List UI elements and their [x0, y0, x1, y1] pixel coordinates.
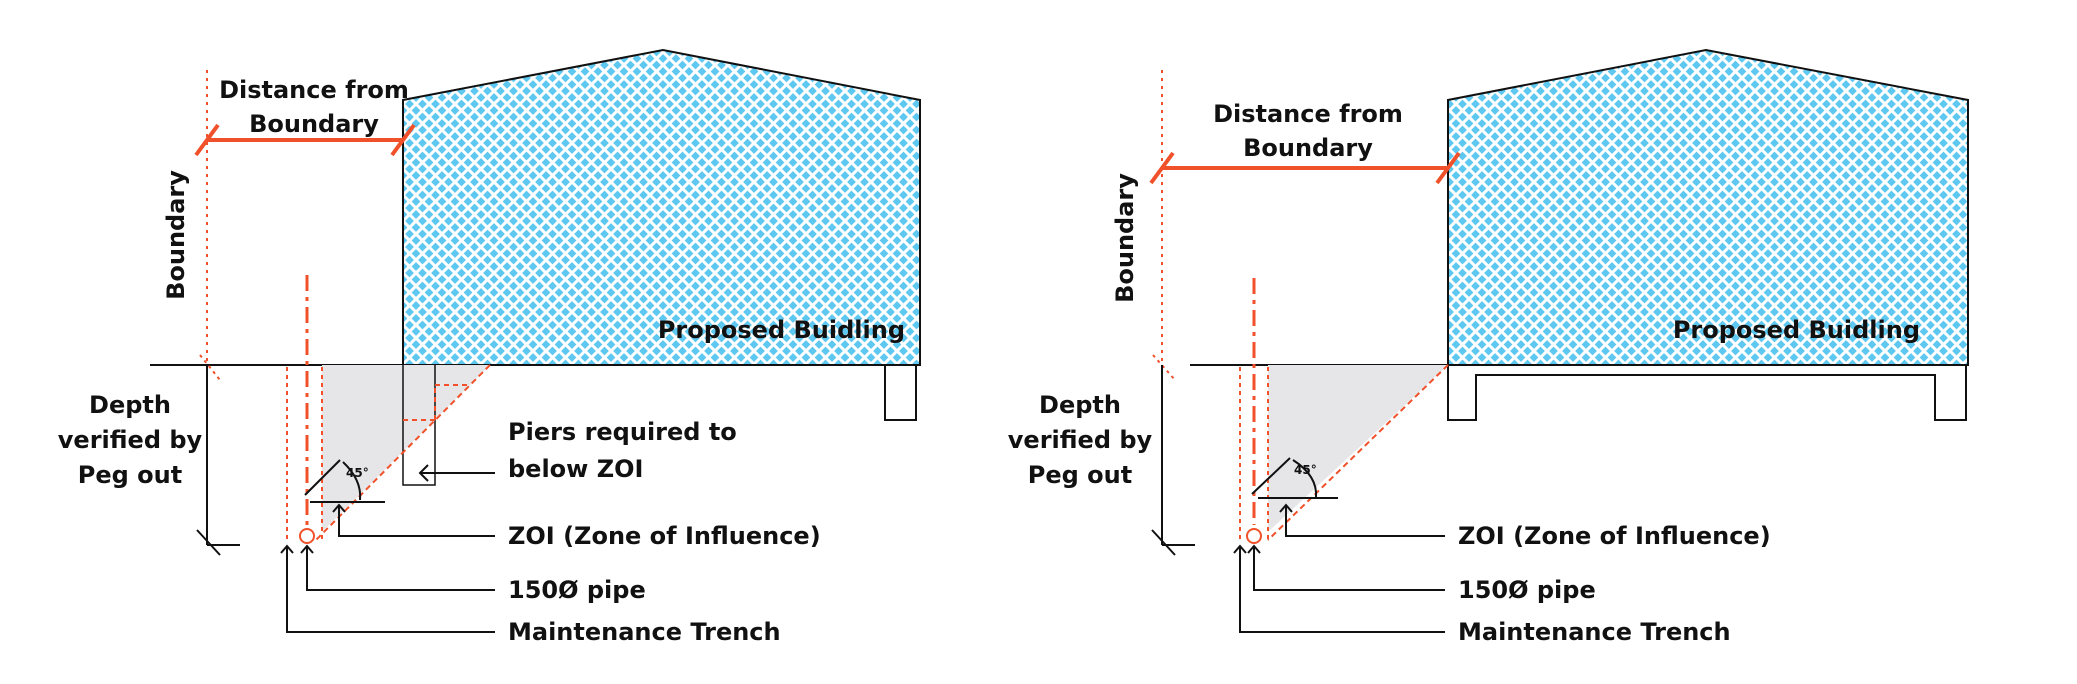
left-angle-arm — [304, 459, 341, 496]
left-trench-leader — [286, 546, 495, 633]
left-piers-label-2: below ZOI — [508, 455, 643, 483]
right-boundary-label: Boundary — [1111, 173, 1139, 303]
right-angle-arc — [1292, 459, 1318, 499]
left-pipe — [299, 528, 315, 544]
right-pipe-leader — [1253, 546, 1445, 591]
right-zoi-arrow — [1279, 503, 1293, 513]
right-pipe-label: 150Ø pipe — [1458, 576, 1596, 604]
left-piers-arrow — [418, 464, 429, 482]
left-pipe-arrow — [300, 544, 314, 554]
right-zoi-45-line — [1267, 364, 1449, 541]
left-depth-tick — [196, 529, 221, 556]
right-pipe — [1246, 528, 1262, 544]
right-angle-label: 45° — [1294, 463, 1317, 477]
left-angle-label: 45° — [346, 466, 369, 480]
right-distance-label-2: Boundary — [1243, 134, 1373, 162]
left-pier — [402, 365, 436, 486]
right-depth-label-2: verified by — [1008, 426, 1153, 454]
left-diagram: Distance from Boundary Boundary Proposed… — [58, 48, 921, 646]
left-zoi-area — [322, 365, 490, 532]
left-distance-tick-2 — [390, 123, 416, 157]
left-distance-tick-1 — [194, 123, 220, 157]
left-depth-label-3: Peg out — [78, 461, 182, 489]
left-pipe-leader — [306, 546, 495, 591]
left-boundary-tick — [199, 354, 221, 381]
right-distance-label-1: Distance from — [1213, 100, 1403, 128]
right-zoi-area — [1268, 365, 1448, 532]
right-boundary-tick — [1152, 354, 1176, 381]
right-zoi-leader — [1285, 505, 1445, 537]
left-trench-label: Maintenance Trench — [508, 618, 781, 646]
right-diagram: Distance from Boundary Boundary Proposed… — [1008, 48, 1969, 646]
left-boundary-label: Boundary — [162, 170, 190, 300]
left-zoi-leader — [338, 505, 495, 537]
left-trench-arrow — [280, 544, 294, 554]
right-pipe-arrow — [1247, 544, 1261, 554]
right-angle-arm — [1251, 457, 1291, 495]
left-zoi-label: ZOI (Zone of Influence) — [508, 522, 821, 550]
right-zoi-label: ZOI (Zone of Influence) — [1458, 522, 1771, 550]
left-zoi-arrow — [332, 503, 346, 513]
right-trench-leader — [1239, 546, 1445, 633]
right-trench-label: Maintenance Trench — [1458, 618, 1731, 646]
left-building-label: Proposed Buidling — [658, 316, 905, 344]
right-depth-label-1: Depth — [1039, 391, 1121, 419]
left-piers-label-1: Piers required to — [508, 418, 737, 446]
left-distance-label-1: Distance from — [219, 76, 409, 104]
left-depth-label-2: verified by — [58, 426, 203, 454]
right-building-label: Proposed Buidling — [1673, 316, 1920, 344]
right-distance-tick-1 — [1149, 151, 1175, 185]
right-trench-arrow — [1233, 544, 1247, 554]
right-depth-tick — [1151, 529, 1176, 556]
left-distance-label-2: Boundary — [249, 110, 379, 138]
left-angle-arc — [342, 461, 362, 501]
left-pipe-label: 150Ø pipe — [508, 576, 646, 604]
left-footing — [403, 364, 917, 421]
right-distance-tick-2 — [1435, 151, 1461, 185]
right-depth-label-3: Peg out — [1028, 461, 1132, 489]
left-pier-dashed — [403, 384, 467, 421]
left-depth-label-1: Depth — [89, 391, 171, 419]
right-footing — [1447, 364, 1967, 421]
